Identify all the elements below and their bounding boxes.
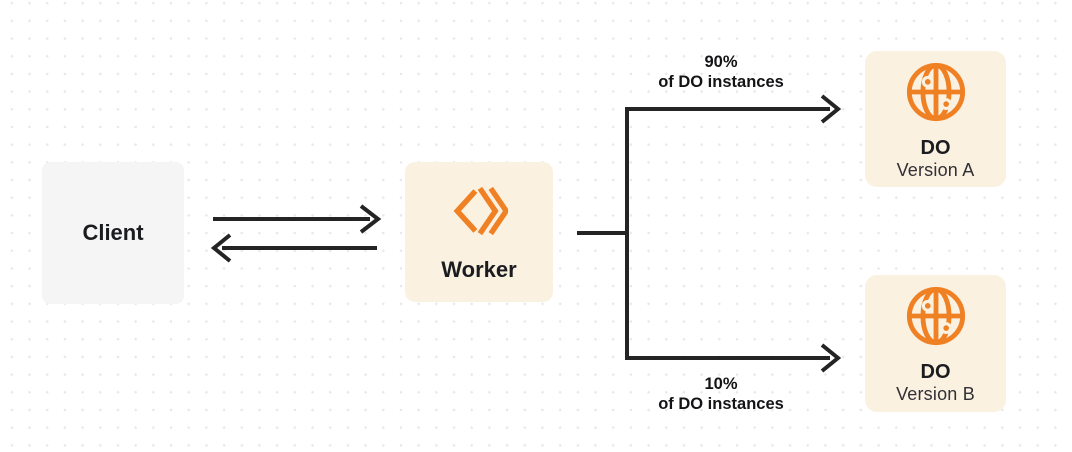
- do-b-title: DO: [920, 361, 951, 383]
- globe-icon: [906, 286, 965, 346]
- worker-to-client-arrow: [210, 233, 377, 263]
- worker-branch-connector: [577, 109, 629, 358]
- worker-node-label: Worker: [441, 257, 517, 282]
- worker-node: Worker: [405, 162, 553, 302]
- traffic-split-label-90: 90% of DO instances: [611, 52, 831, 92]
- do-a-title: DO: [920, 137, 951, 159]
- client-to-worker-arrow: [213, 204, 382, 234]
- traffic-split-label-10: 10% of DO instances: [611, 374, 831, 414]
- do-version-a-node: DO Version A: [865, 51, 1006, 187]
- globe-icon: [906, 62, 965, 122]
- do-a-version-label: Version A: [896, 160, 975, 180]
- traffic-caption-10: of DO instances: [658, 395, 784, 413]
- client-node-label: Client: [82, 220, 144, 245]
- traffic-caption-90: of DO instances: [658, 73, 784, 91]
- do-version-b-node: DO Version B: [865, 275, 1006, 412]
- client-node: Client: [42, 162, 184, 304]
- branch-arrow-to-do-b: [625, 343, 842, 373]
- traffic-percent-90: 90%: [704, 53, 738, 71]
- workers-logo-icon: [453, 186, 508, 236]
- traffic-percent-10: 10%: [704, 375, 738, 393]
- branch-arrow-to-do-a: [625, 94, 842, 124]
- do-b-version-label: Version B: [896, 384, 975, 404]
